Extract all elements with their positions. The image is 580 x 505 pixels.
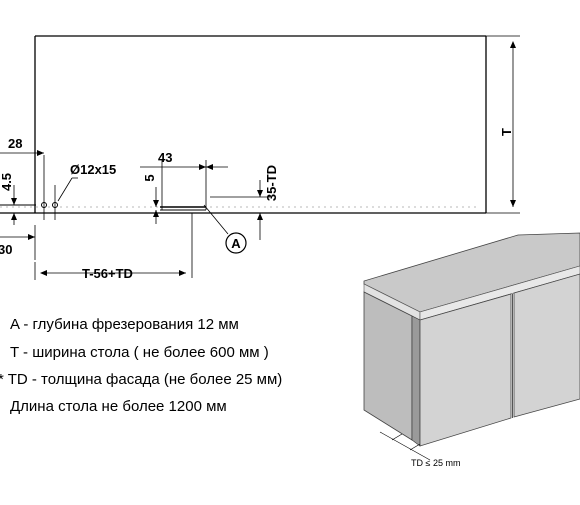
dimension-5: 5 [142,174,159,224]
dimension-4-5: 4.5 [0,173,17,225]
cabinet-illustration: TD ≤ 25 mm [363,232,580,468]
dim-12x15-label: Ø12x15 [70,162,116,177]
dimension-30: 30 [0,225,36,260]
table-top-outline [0,35,487,214]
dim-5-label: 5 [142,174,157,181]
groove [160,160,207,211]
legend-line-1: A - глубина фрезерования 12 мм [10,316,239,333]
dim-30-label: 30 [0,242,12,257]
legend-line-4: Длина стола не более 1200 мм [10,398,227,415]
dimension-t-56-td: T-56+TD [34,213,193,281]
dim-4-5-label: 4.5 [0,173,14,191]
dimension-t: T [486,35,520,214]
dim-43-label: 43 [158,150,172,165]
dimension-12x15: Ø12x15 [57,162,116,202]
dim-t-label: T [499,128,514,136]
dimension-35-td: 35-TD [210,165,279,240]
dim-t-56-td-label: T-56+TD [82,266,133,281]
callout-a: A [203,204,247,254]
legend-line-2: T - ширина стола ( не более 600 мм ) [10,344,269,361]
dimension-28: 28 [0,136,44,160]
dim-28-label: 28 [8,136,22,151]
cabinet-td-label: TD ≤ 25 mm [411,458,460,468]
callout-a-label: A [231,236,241,251]
legend-line-3: * TD - толщина фасада (не более 25 мм) [0,371,282,388]
legend: A - глубина фрезерования 12 мм T - ширин… [0,316,282,415]
hinge-holes [0,155,58,220]
dimension-43: 43 [140,150,228,170]
dim-35-td-label: 35-TD [264,165,279,201]
